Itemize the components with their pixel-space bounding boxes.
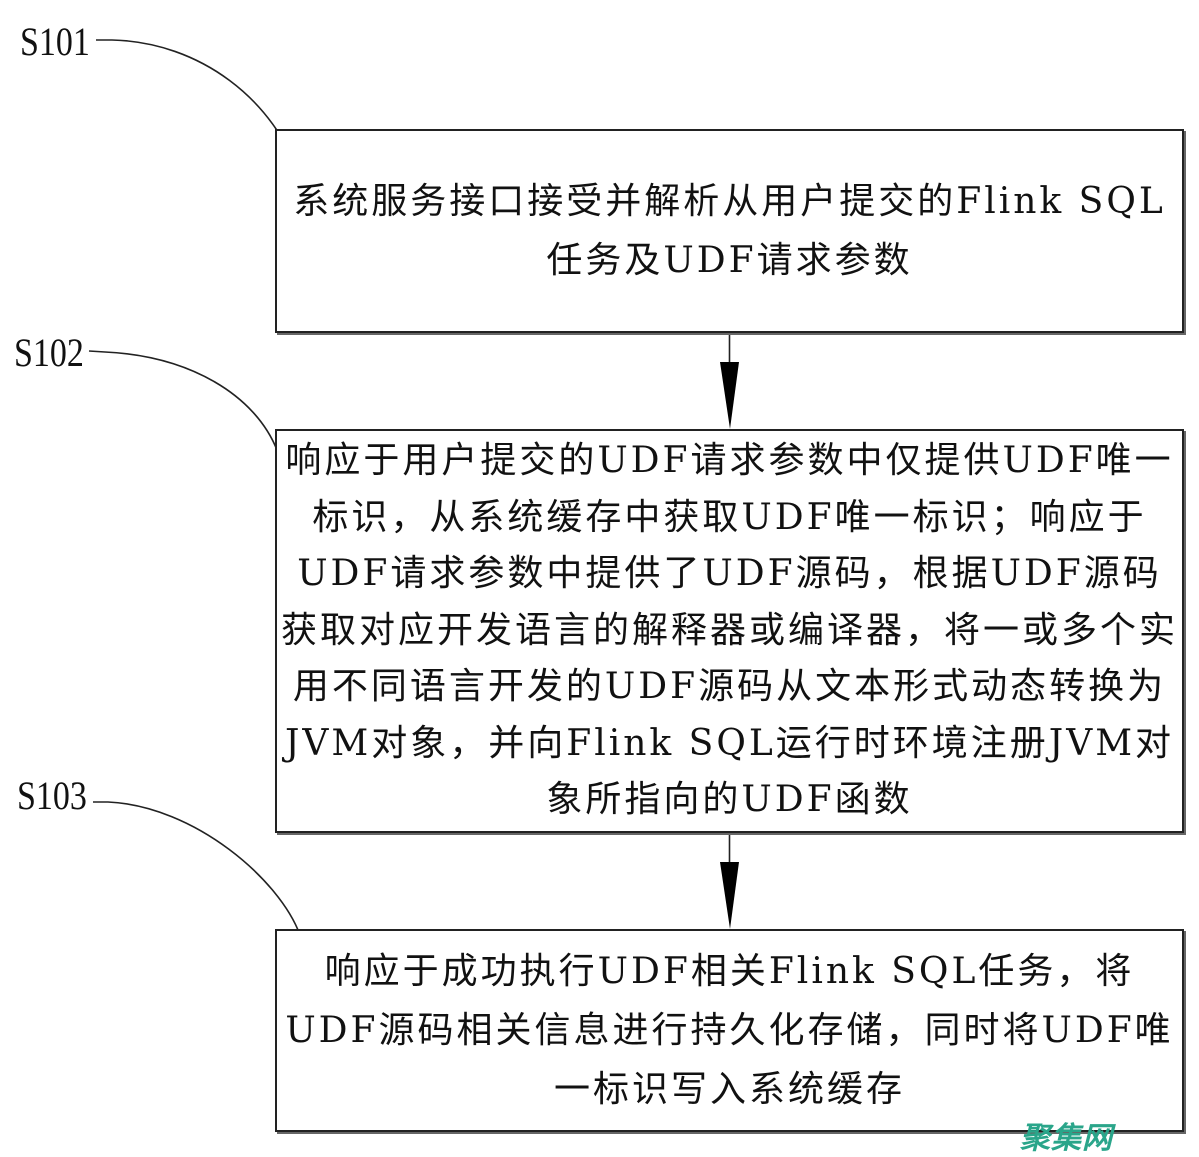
leader-line-s101 <box>96 39 301 179</box>
step-label-s101: S101 <box>20 19 90 64</box>
arrow-down-icon <box>720 362 739 429</box>
step-text-s101: 系统服务接口接受并解析从用户提交的Flink SQL任务及UDF请求参数 <box>293 181 1166 281</box>
leader-line-s103 <box>93 801 301 936</box>
step-box-s101: 系统服务接口接受并解析从用户提交的Flink SQL任务及UDF请求参数 <box>275 129 1184 333</box>
step-box-s102: 响应于用户提交的UDF请求参数中仅提供UDF唯一标识，从系统缓存中获取UDF唯一… <box>275 429 1184 833</box>
step-label-s103: S103 <box>17 773 87 818</box>
step-label-s102: S102 <box>14 330 84 375</box>
step-text-s102: 响应于用户提交的UDF请求参数中仅提供UDF唯一标识，从系统缓存中获取UDF唯一… <box>280 440 1178 821</box>
arrow-down-icon <box>720 862 739 929</box>
step-text-s103: 响应于成功执行UDF相关Flink SQL任务，将UDF源码相关信息进行持久化存… <box>285 951 1174 1110</box>
step-box-s103: 响应于成功执行UDF相关Flink SQL任务，将UDF源码相关信息进行持久化存… <box>275 929 1184 1132</box>
leader-line-s102 <box>88 350 278 451</box>
watermark-logo: 聚集网 <box>1020 1121 1113 1156</box>
